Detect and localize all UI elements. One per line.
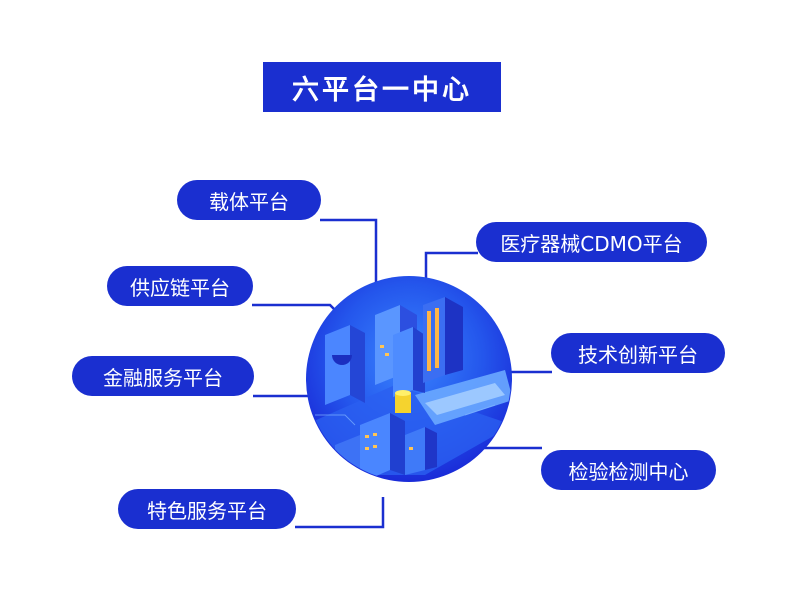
node-finance-service-platform: 金融服务平台 xyxy=(72,356,254,396)
diagram-title: 六平台一中心 xyxy=(263,62,501,112)
node-tech-innovation-platform: 技术创新平台 xyxy=(551,333,725,373)
node-special-service-platform: 特色服务平台 xyxy=(118,489,296,529)
city-illustration xyxy=(305,275,513,483)
connector-special-service xyxy=(295,497,383,527)
node-medical-cdmo-platform: 医疗器械CDMO平台 xyxy=(476,222,707,262)
node-testing-center: 检验检测中心 xyxy=(541,450,716,490)
node-carrier-platform: 载体平台 xyxy=(177,180,321,220)
node-supply-chain-platform: 供应链平台 xyxy=(107,266,253,306)
